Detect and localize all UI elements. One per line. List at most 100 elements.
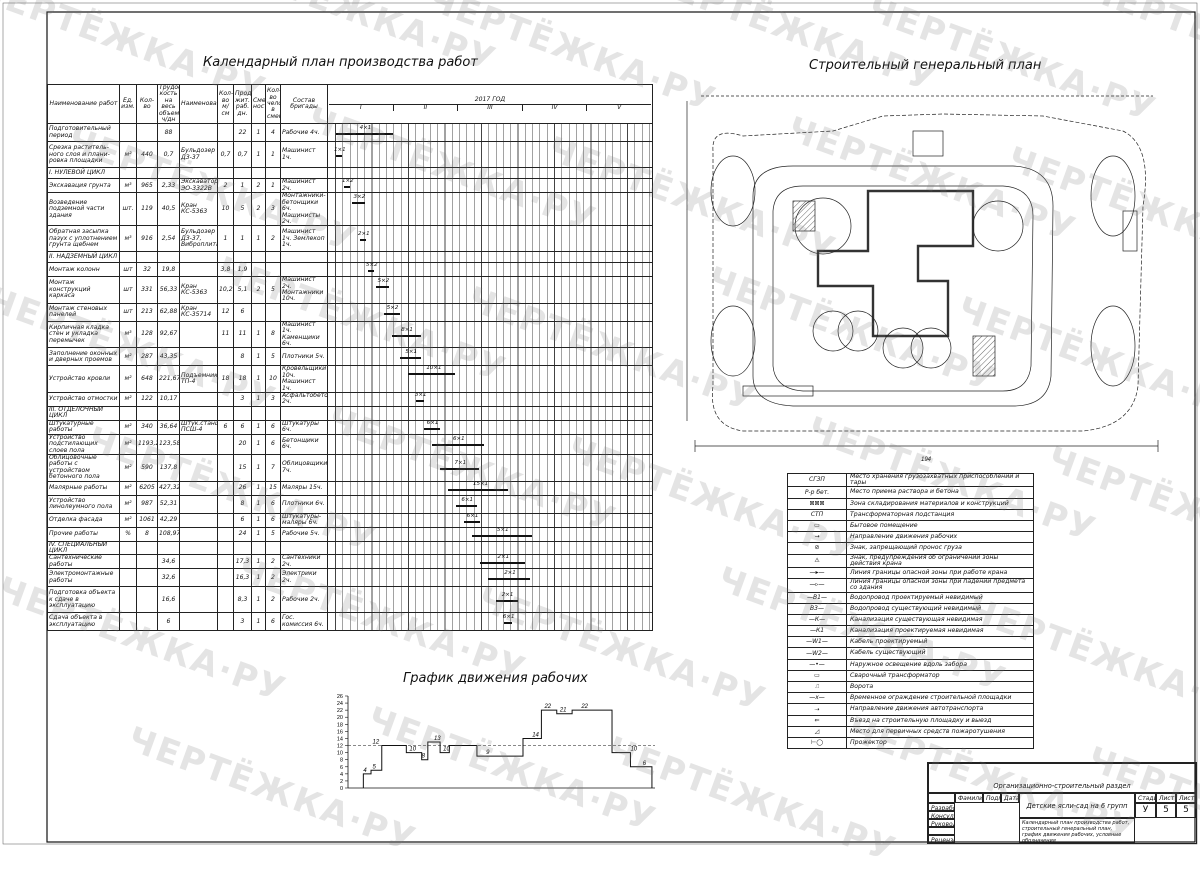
cell-dur: 8 xyxy=(233,347,252,367)
workers-value-label: 13 xyxy=(434,736,441,742)
cell-sh: 1 xyxy=(251,347,266,367)
header-month: IV xyxy=(523,104,588,112)
cell-qty: 1193,2 xyxy=(136,433,158,455)
header-month: III xyxy=(458,104,523,112)
cell-name: Прочие работы xyxy=(47,526,120,542)
cell-labor: 88 xyxy=(157,123,180,143)
schedule-bar xyxy=(336,133,394,136)
cell-labor: 2,54 xyxy=(157,225,180,253)
schedule-bar-label: 6×1 xyxy=(502,614,515,621)
schedule-bar xyxy=(344,186,350,189)
cell-mq xyxy=(217,568,234,588)
cell-mach: Кран КС-35714 xyxy=(179,302,218,322)
cell-qty: 122 xyxy=(136,391,158,407)
stamp-role-head: Руковод. xyxy=(928,819,955,827)
workers-value-label: 5 xyxy=(373,764,377,770)
header-name: Наименование работ xyxy=(47,83,120,125)
cell-timeline: 1×2 xyxy=(327,178,653,194)
cell-wk: 5 xyxy=(265,347,281,367)
table-row: Кирпичная кладка стен и укладка перемыче… xyxy=(47,320,653,349)
schedule-bar-label: 6×1 xyxy=(426,420,439,426)
workers-value-label: 6 xyxy=(643,761,647,767)
schedule-bar xyxy=(416,399,424,402)
cell-timeline xyxy=(327,540,653,556)
header-machine-qty: Кол-во м/см xyxy=(217,83,234,125)
cell-labor: 10,17 xyxy=(157,391,180,407)
cell-timeline: 6×1 xyxy=(327,612,653,632)
legend-item: —•—Наружное освещение вдоль забора xyxy=(787,658,1034,671)
cell-mach: Бульдозер ДЗ-37, Виброплита xyxy=(179,225,218,253)
y-tick-label: 2 xyxy=(340,779,343,785)
legend-symbol: —▸— xyxy=(787,566,847,580)
cell-empty xyxy=(157,251,180,264)
cell-empty xyxy=(280,167,328,180)
workers-value-label: 14 xyxy=(532,732,539,738)
cell-timeline: 5×1 xyxy=(327,526,653,542)
cell-mq xyxy=(217,433,234,455)
cell-br: Гос. комиссия 6ч. xyxy=(280,612,328,632)
stamp-sheet: 5 xyxy=(1156,803,1176,818)
cell-qty: 213 xyxy=(136,302,158,322)
title-block: Организационно-строительный раздел Фамил… xyxy=(927,762,1197,844)
table-row: Облицовочные работы с устройством бетонн… xyxy=(47,453,653,482)
cell-name: Заполнение оконных и дверных проемов xyxy=(47,347,120,367)
cell-qty: 8 xyxy=(136,526,158,542)
cell-empty xyxy=(265,167,281,180)
cell-labor: 52,31 xyxy=(157,494,180,514)
cell-empty xyxy=(119,405,137,421)
cell-dur: 0,7 xyxy=(233,141,252,169)
header-month: V xyxy=(617,103,622,111)
calendar-table: Наименование работ Ед. изм. Кол-во Трудо… xyxy=(47,83,653,632)
plan-height-dim: 127 xyxy=(683,250,685,261)
cell-empty xyxy=(136,251,158,264)
cell-sh: 1 xyxy=(251,433,266,455)
schedule-bar-label: 10×1 xyxy=(426,365,442,372)
stamp-sheets-label: Листов xyxy=(1176,793,1196,803)
schedule-bar xyxy=(456,504,477,507)
cell-br: Машинист 1ч. Каменщики 6ч. xyxy=(280,320,328,349)
schedule-bar xyxy=(440,467,479,470)
legend-item: Р-р бет.Место приема раствора и бетона xyxy=(787,486,1034,499)
cell-unit: м³ xyxy=(119,225,137,253)
stamp-sheet-label: Лист xyxy=(1156,793,1176,803)
cell-sh: 1 xyxy=(251,526,266,542)
cell-br: Рабочие 2ч. xyxy=(280,586,328,614)
cell-unit: шт xyxy=(119,262,137,278)
legend-text: Место хранения грузозахватных приспособл… xyxy=(846,472,1034,488)
cell-unit: шт. xyxy=(119,192,137,227)
schedule-bar xyxy=(336,155,342,158)
stamp-section: Организационно-строительный раздел xyxy=(928,763,1196,793)
cell-unit: м² xyxy=(119,391,137,407)
legend-item: ⊘Знак, запрещающий пронос груза xyxy=(787,542,1034,555)
schedule-bar xyxy=(400,357,421,360)
workers-chart-title: График движения рабочих xyxy=(403,671,588,686)
cell-wk: 1 xyxy=(265,141,281,169)
cell-name: IV. СПЕЦИАЛЬНЫЙ ЦИКЛ xyxy=(47,540,120,556)
schedule-bar xyxy=(432,443,484,446)
cell-sh: 1 xyxy=(251,612,266,632)
cell-empty xyxy=(265,251,281,264)
cell-dur: 20 xyxy=(233,433,252,455)
legend-symbol: ⎍ xyxy=(787,681,847,694)
schedule-bar xyxy=(424,427,440,430)
legend-symbol: Р-р бет. xyxy=(787,486,847,499)
cell-wk: 6 xyxy=(265,612,281,632)
site-plan: 194 127 xyxy=(683,95,1159,463)
cell-qty: 331 xyxy=(136,276,158,304)
legend-item: ⊢◯Прожектор xyxy=(787,736,1034,750)
schedule-bar xyxy=(376,286,390,289)
schedule-bar xyxy=(392,334,421,337)
cell-name: Отделка фасада xyxy=(47,512,120,528)
cell-wk: 4 xyxy=(265,123,281,143)
cell-br: Кровельщики 10ч. Машинист 1ч. xyxy=(280,365,328,393)
schedule-bar-label: 1×1 xyxy=(334,147,346,154)
cell-name: Устройство отмостки xyxy=(47,391,120,407)
